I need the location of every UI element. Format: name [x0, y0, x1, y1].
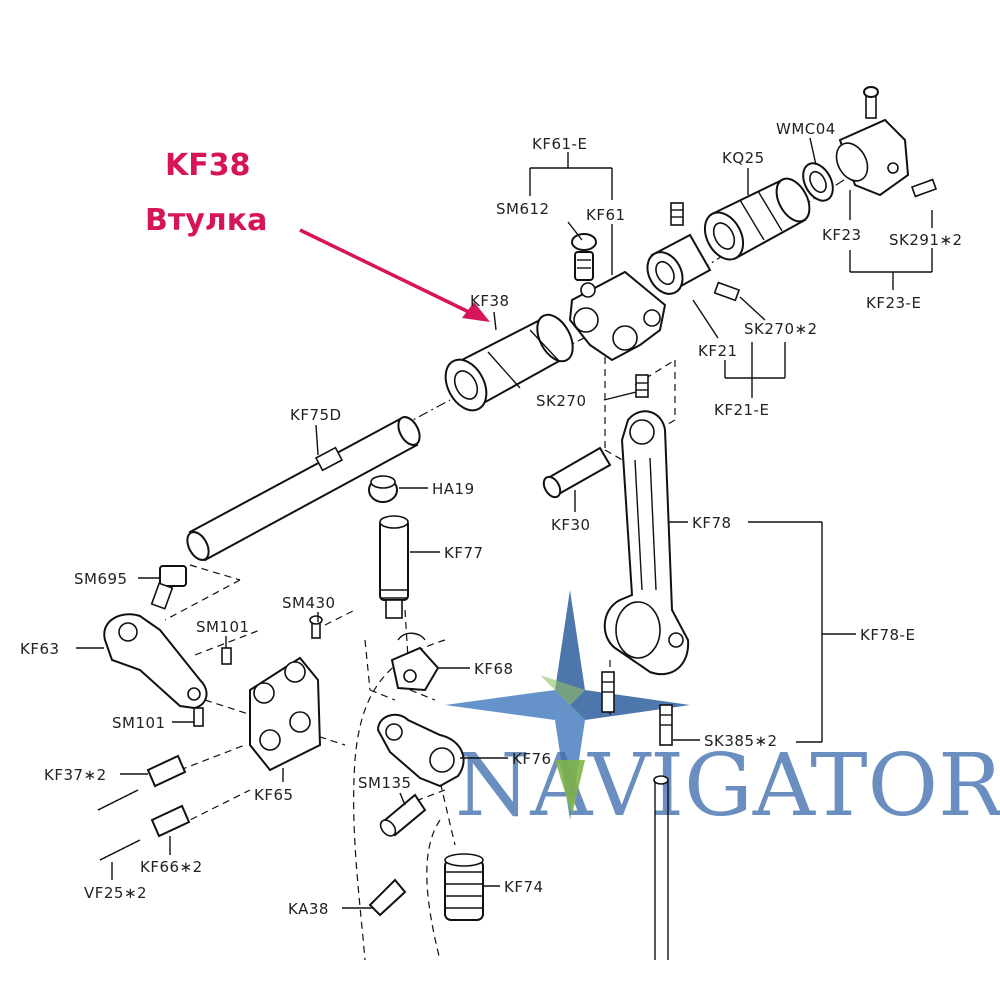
- sm101-screw-lower: [193, 707, 204, 727]
- label-kf78-e: KF78-E: [860, 626, 915, 644]
- label-kf75d: KF75D: [290, 406, 342, 424]
- label-sk270: SK270: [536, 392, 587, 410]
- label-kq25: KQ25: [722, 149, 765, 167]
- kf76-crank: [376, 713, 465, 788]
- sk270-set-screw-top: [670, 202, 684, 226]
- label-kf77: KF77: [444, 544, 484, 562]
- kf75d-shaft: [186, 416, 421, 562]
- label-kf66: KF66∗2: [140, 858, 203, 876]
- kf23-end-block: [835, 118, 910, 197]
- sk270-set-screw-center: [635, 374, 649, 398]
- sk291-screw-side: [910, 178, 938, 198]
- label-ha19: HA19: [432, 480, 475, 498]
- sk385-screw-lower: [659, 704, 673, 746]
- label-kf21: KF21: [698, 342, 738, 360]
- ka38-pin: [368, 878, 407, 917]
- kf74-spring: [444, 853, 484, 921]
- label-kf61: KF61: [586, 206, 626, 224]
- label-sm101-lower: SM101: [112, 714, 166, 732]
- wmc04-washer: [802, 162, 834, 202]
- sm612-screw: [571, 233, 597, 281]
- kf21-collar: [646, 233, 712, 295]
- label-kf74: KF74: [504, 878, 544, 896]
- ha19-cap: [368, 475, 398, 503]
- kf37-pin-upper: [146, 754, 187, 788]
- label-sk270x2: SK270∗2: [744, 320, 818, 338]
- kf66-pin-lower: [150, 804, 191, 838]
- label-sk291: SK291∗2: [889, 231, 963, 249]
- label-kf30: KF30: [551, 516, 591, 534]
- label-kf63: KF63: [20, 640, 60, 658]
- kf78-connecting-rod: [603, 410, 690, 676]
- sk385-screw-upper: [601, 671, 615, 713]
- label-ka38: KA38: [288, 900, 329, 918]
- label-sm430: SM430: [282, 594, 336, 612]
- label-kf23-e: KF23-E: [866, 294, 921, 312]
- label-kf68: KF68: [474, 660, 514, 678]
- kf61-block: [568, 270, 667, 362]
- watermark-text: NAVIGATOR: [455, 736, 1000, 836]
- navigator-watermark: NAVIGATOR: [445, 590, 1000, 836]
- kf63-rocker-arm: [103, 613, 208, 710]
- boundary-line-left: [353, 639, 446, 961]
- kf77-pin: [379, 515, 409, 619]
- label-sm135: SM135: [358, 774, 412, 792]
- highlight-arrow: [299, 228, 490, 322]
- label-sm101-upper: SM101: [196, 618, 250, 636]
- label-kf37: KF37∗2: [44, 766, 107, 784]
- highlight-name: Втулка: [145, 203, 267, 238]
- sm101-screw-upper: [221, 647, 232, 665]
- label-kf78: KF78: [692, 514, 732, 532]
- label-wmc04: WMC04: [776, 120, 836, 138]
- label-kf76: KF76: [512, 750, 552, 768]
- label-sm612: SM612: [496, 200, 550, 218]
- kf38-bushing: [444, 313, 574, 412]
- vf25-spring-upper: [97, 789, 139, 811]
- label-kf23: KF23: [822, 226, 862, 244]
- label-kf21-e: KF21-E: [714, 401, 769, 419]
- label-vf25: VF25∗2: [84, 884, 147, 902]
- kf68-bracket: [390, 632, 440, 692]
- label-kf65: KF65: [254, 786, 294, 804]
- kq25-bushing: [703, 177, 811, 261]
- kf30-pin: [542, 446, 612, 499]
- sk270-set-screw-side: [713, 281, 741, 302]
- label-kf61-e: KF61-E: [532, 135, 587, 153]
- watermark-v-accent: [555, 760, 585, 815]
- sk291-screw-top: [863, 86, 879, 119]
- vertical-rod: [653, 775, 669, 960]
- label-kf38: KF38: [470, 292, 510, 310]
- vf25-spring-lower: [99, 839, 141, 861]
- sm695-screw: [150, 565, 187, 610]
- sm430-screw: [309, 615, 323, 639]
- kf65-link-block: [249, 656, 322, 772]
- boundary-line-mid: [426, 819, 441, 961]
- highlight-code: KF38: [165, 148, 251, 183]
- sm135-screw: [379, 793, 427, 837]
- label-sk385: SK385∗2: [704, 732, 778, 750]
- leader-lines: [76, 137, 933, 909]
- label-sm695: SM695: [74, 570, 128, 588]
